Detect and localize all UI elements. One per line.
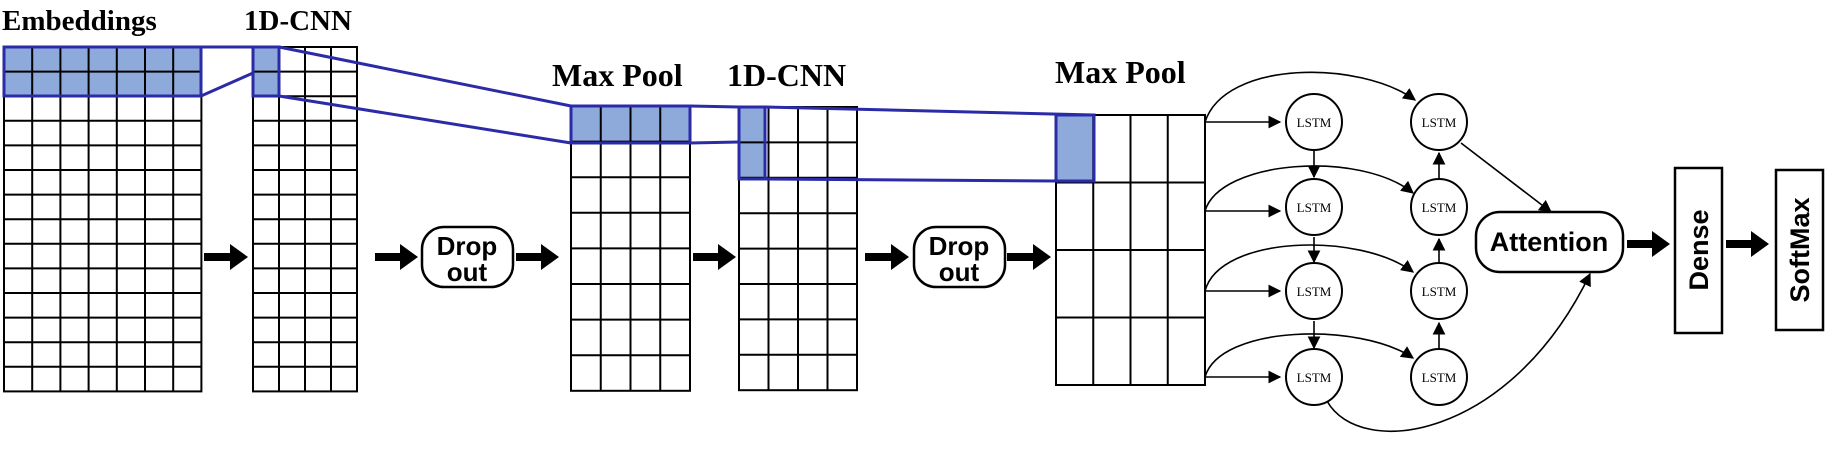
maxpool2-label: Max Pool: [1055, 54, 1186, 90]
dropout1-line1: Drop: [437, 231, 498, 261]
dropout2-line1: Drop: [929, 231, 990, 261]
lstm-right-column: LSTM LSTM LSTM LSTM: [1410, 93, 1468, 406]
lstm-right-1-label: LSTM: [1422, 115, 1457, 130]
lstm-left-3: LSTM: [1285, 262, 1343, 320]
cnn2-label: 1D-CNN: [727, 57, 846, 93]
lstm-right-1: LSTM: [1410, 93, 1468, 151]
lstm-right-2-label: LSTM: [1422, 200, 1457, 215]
cnn1-matrix: [251, 45, 358, 393]
softmax-label: SoftMax: [1785, 197, 1815, 302]
lstm-left-2-label: LSTM: [1297, 200, 1332, 215]
lstm-recurrent-connectors: [1307, 151, 1446, 350]
maxpool2-matrix: [1054, 113, 1206, 386]
softmax-box: SoftMax: [1774, 168, 1825, 332]
dropout1-line2: out: [447, 257, 488, 287]
arrow-cnn2-to-dropout2: [865, 244, 909, 270]
embeddings-label: Embeddings: [2, 5, 157, 37]
attention-label: Attention: [1490, 227, 1608, 257]
attention-connectors: [1326, 142, 1591, 432]
dropout2-box: Drop out: [912, 225, 1007, 289]
arrow-dense-to-softmax: [1726, 231, 1769, 257]
maxpool1-matrix: [569, 104, 692, 392]
cnn1-label: 1D-CNN: [244, 5, 352, 37]
lstm-right-3-label: LSTM: [1422, 284, 1457, 299]
cnn2-matrix: [737, 105, 858, 392]
lstm-right-2: LSTM: [1410, 178, 1468, 236]
dropout2-line2: out: [939, 257, 980, 287]
dense-label: Dense: [1684, 209, 1714, 290]
receptive-field-connectors: [200, 45, 1095, 183]
lstm-left-4-label: LSTM: [1297, 370, 1332, 385]
dense-box: Dense: [1673, 166, 1724, 335]
attention-box: Attention: [1474, 210, 1625, 274]
arrow-maxpool1-to-cnn2: [693, 244, 736, 270]
lstm-left-column: LSTM LSTM LSTM LSTM: [1285, 93, 1343, 406]
lstm-left-1: LSTM: [1285, 93, 1343, 151]
lstm-right-3: LSTM: [1410, 262, 1468, 320]
embeddings-matrix: [2, 45, 203, 393]
lstm-right-4-label: LSTM: [1422, 370, 1457, 385]
arrow-cnn1-to-dropout1: [375, 244, 418, 270]
flow-arrows: [204, 231, 1769, 270]
maxpool2-highlight: [1056, 115, 1094, 181]
arrow-attention-to-dense: [1627, 231, 1670, 257]
lstm-input-connectors: [1204, 71, 1417, 384]
lstm-right-4: LSTM: [1410, 348, 1468, 406]
lstm-left-2: LSTM: [1285, 178, 1343, 236]
arrow-emb-to-cnn1: [204, 244, 248, 270]
arrow-dropout1-to-maxpool1: [516, 244, 559, 270]
lstm-left-3-label: LSTM: [1297, 284, 1332, 299]
lstm-left-1-label: LSTM: [1297, 115, 1332, 130]
arrow-dropout2-to-maxpool2: [1007, 244, 1051, 270]
maxpool1-label: Max Pool: [552, 57, 683, 93]
dropout1-box: Drop out: [420, 225, 515, 289]
lstm-left-4: LSTM: [1285, 348, 1343, 406]
